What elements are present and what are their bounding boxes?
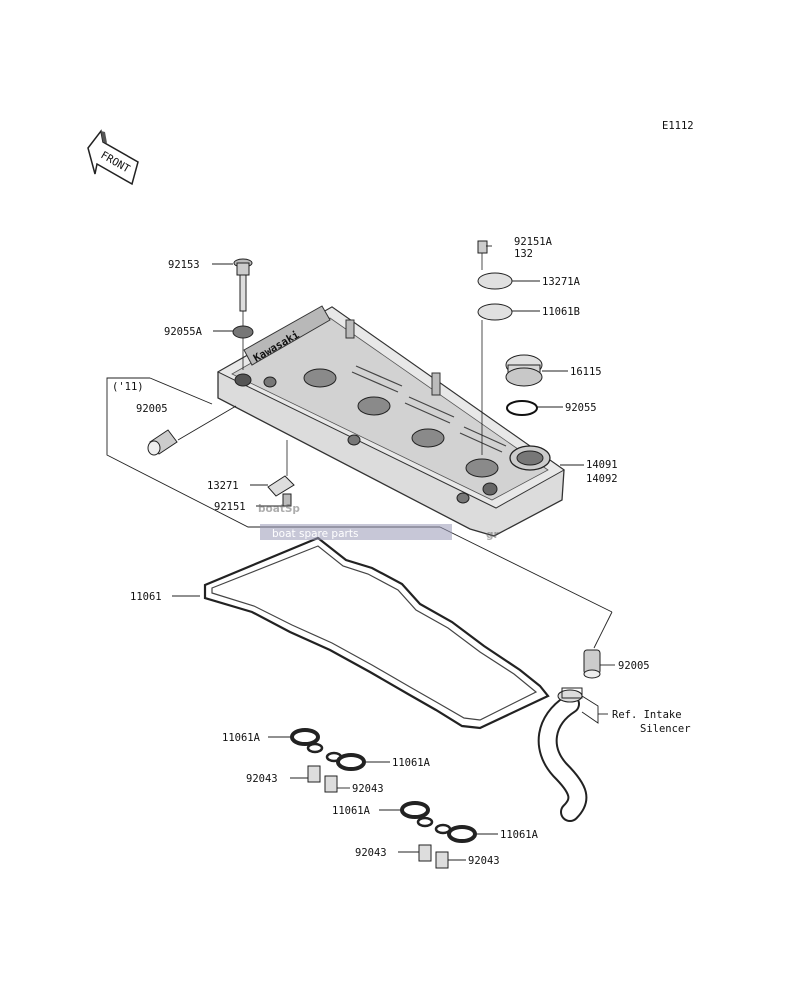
label-92151: 92151	[214, 501, 246, 513]
oil-filler-cap	[505, 354, 543, 387]
cap-assembly	[477, 240, 513, 455]
label-92043-2: 92043	[352, 783, 384, 795]
leader-lines	[172, 245, 615, 861]
label-11061B: 11061B	[542, 306, 580, 318]
ref-note-line2: Silencer	[640, 723, 691, 735]
breather-fitting-92005-left	[147, 429, 178, 456]
label-11061A-4: 11061A	[500, 829, 539, 841]
seal-group-upper	[290, 728, 366, 793]
o-ring-92055	[506, 400, 538, 416]
diagram-code: E1112	[662, 120, 694, 132]
label-92055A: 92055A	[164, 326, 203, 338]
label-11061A-3: 11061A	[332, 805, 371, 817]
label-92005-left: 92005	[136, 403, 168, 415]
label-14091: 14091	[586, 459, 618, 471]
gasket-11061	[203, 536, 550, 730]
label-92005-right: 92005	[618, 660, 650, 672]
watermark-suffix: gr	[486, 529, 500, 541]
breather-fitting-92005-right	[583, 649, 601, 679]
label-13271: 13271	[207, 480, 239, 492]
breather-hose	[537, 687, 588, 822]
label-92055: 92055	[565, 402, 597, 414]
part-labels: 92153 92055A 92005 13271 92151 92151A 13…	[112, 236, 691, 867]
label-92151A: 92151A	[514, 236, 553, 248]
watermark-tagline: boat spare parts	[272, 528, 358, 540]
label-92043-3: 92043	[355, 847, 387, 859]
watermark-main: boatSp	[258, 503, 300, 515]
label-132: 132	[514, 248, 533, 260]
label-11061: 11061	[130, 591, 162, 603]
plate-13271	[267, 440, 295, 507]
label-92043-1: 92043	[246, 773, 278, 785]
label-11061A-1: 11061A	[222, 732, 261, 744]
grommet-92055A	[232, 325, 254, 339]
label-13271A: 13271A	[542, 276, 581, 288]
cylinder-head-cover: Kawasaki	[216, 305, 565, 537]
bolt-92153	[233, 258, 253, 370]
label-14092: 14092	[586, 473, 618, 485]
front-arrow-icon: FRONT	[87, 129, 139, 186]
label-16115: 16115	[570, 366, 602, 378]
seal-group-lower	[400, 801, 477, 869]
label-11061A-2: 11061A	[392, 757, 431, 769]
year-note: ('11)	[112, 381, 144, 393]
watermark-band	[260, 524, 452, 540]
watermark: boatSp boat spare parts gr	[258, 503, 500, 541]
label-92153: 92153	[168, 259, 200, 271]
ref-note-line1: Ref. Intake	[612, 709, 682, 721]
label-92043-4: 92043	[468, 855, 500, 867]
